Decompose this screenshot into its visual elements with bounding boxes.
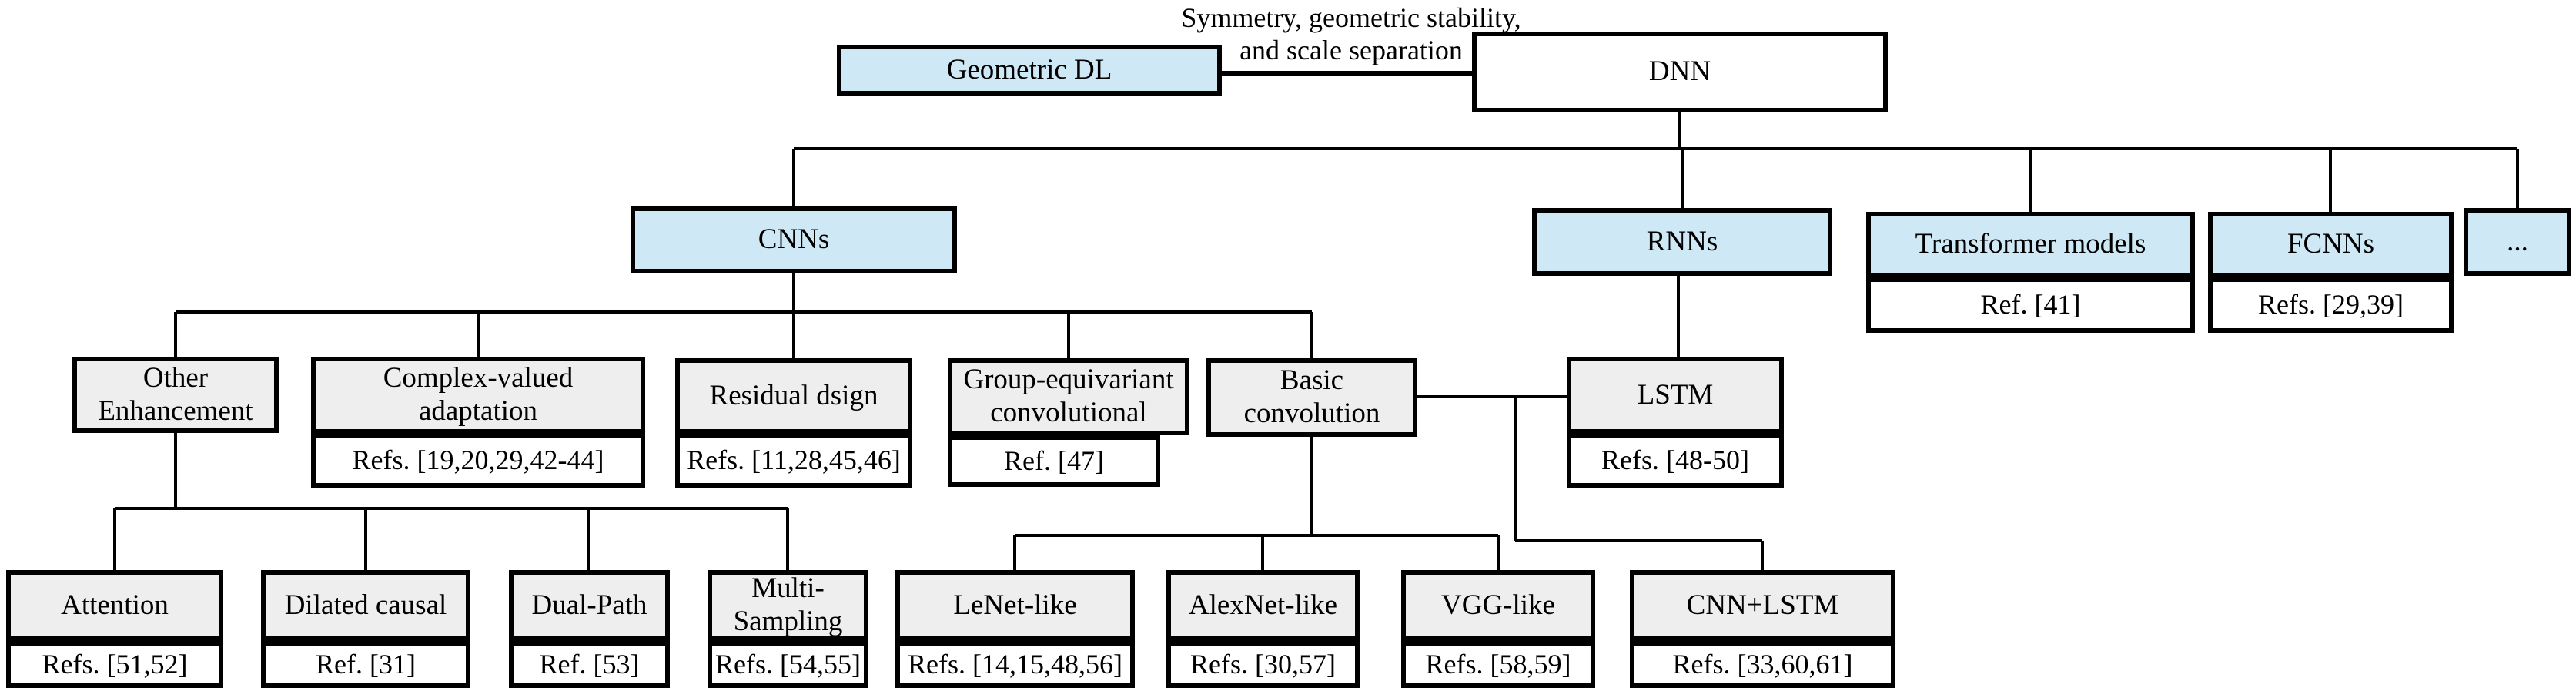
node-attention: Attention [6,570,223,641]
node-dilated-causal: Dilated causal [261,570,470,641]
node-cnn-lstm-refs: Refs. [33,60,61] [1630,641,1895,688]
node-fcnns-refs: Refs. [29,39] [2208,277,2454,333]
connector-basicconv-lstm-cnnlstm [1417,395,1764,570]
node-other-enhancement: Other Enhancement [72,357,279,433]
node-transformer-models-refs: Ref. [41] [1866,277,2195,333]
connector-basicconv-children [1013,437,1500,570]
node-fcnns: FCNNs [2208,212,2454,277]
node-vgg-like: VGG-like [1401,570,1595,641]
node-dnn: DNN [1472,32,1888,112]
node-dilated-causal-refs: Ref. [31] [261,641,470,688]
node-rnns: RNNs [1532,208,1832,276]
node-attention-refs: Refs. [51,52] [6,641,223,688]
node-dual-path: Dual-Path [509,570,670,641]
connector-cnns-children [174,273,1313,358]
connector-otherenhancement-children [113,433,789,570]
node-residual-design-refs: Refs. [11,28,45,46] [675,434,912,488]
connector-dnn-children [792,112,2519,212]
node-geometric-dl: Geometric DL [837,45,1222,96]
node-residual-design: Residual dsign [675,358,912,434]
node-group-equivariant-refs: Ref. [47] [948,435,1160,487]
node-transformer-models: Transformer models [1866,212,2195,277]
node-vgg-like-refs: Refs. [58,59] [1401,641,1595,688]
node-lenet-like: LeNet-like [895,570,1135,641]
node-alexnet-like: AlexNet-like [1166,570,1360,641]
edge-annotation: Symmetry, geometric stability, and scale… [1181,2,1521,66]
node-alexnet-like-refs: Refs. [30,57] [1166,641,1360,688]
node-lstm: LSTM [1567,357,1784,434]
node-multi-sampling-refs: Refs. [54,55] [708,641,868,688]
node-lstm-refs: Refs. [48-50] [1567,434,1784,488]
node-cnn-lstm: CNN+LSTM [1630,570,1895,641]
node-cnns: CNNs [631,206,957,273]
node-group-equivariant: Group-equivariant convolutional [948,358,1189,435]
node-ellipsis: ... [2464,208,2571,276]
node-multi-sampling: Multi- Sampling [708,570,868,641]
node-complex-valued-adaptation: Complex-valued adaptation [311,357,645,434]
node-complex-valued-adaptation-refs: Refs. [19,20,29,42-44] [311,434,645,488]
node-basic-convolution: Basic convolution [1206,358,1417,437]
node-lenet-like-refs: Refs. [14,15,48,56] [895,641,1135,688]
node-dual-path-refs: Ref. [53] [509,641,670,688]
